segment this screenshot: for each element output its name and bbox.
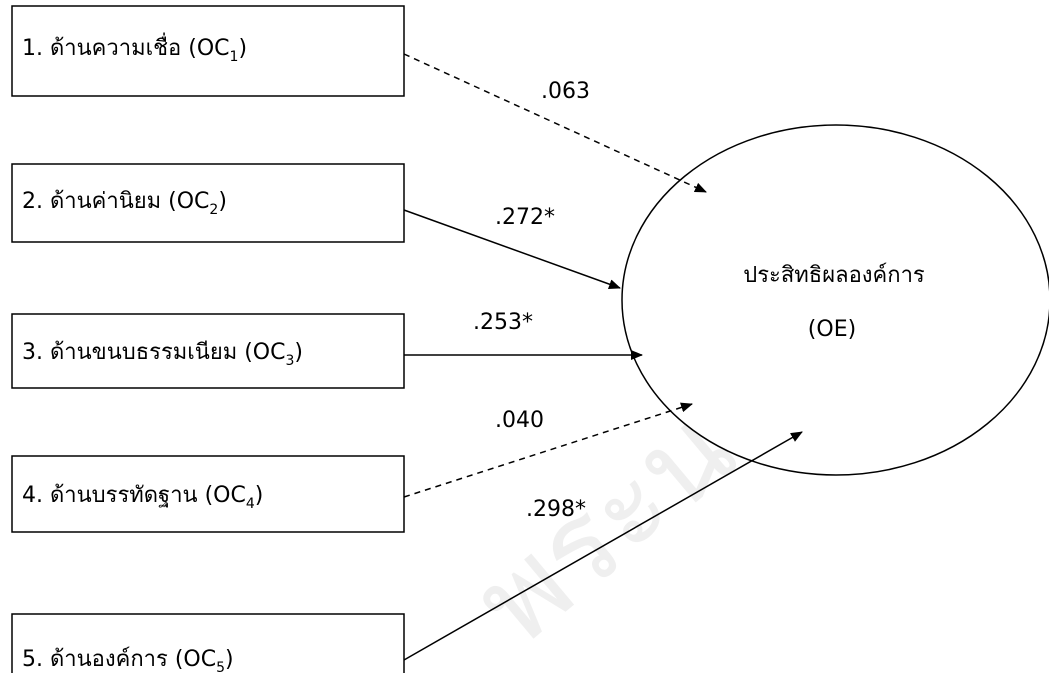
predictor-label: 1. ด้านความเชื่อ (OC1) [22, 32, 247, 65]
box-frame [11, 455, 405, 533]
predictor-box-oc2: 2. ด้านค่านิยม (OC2) [11, 163, 405, 243]
box-frame [11, 163, 405, 243]
predictor-label: 2. ด้านค่านิยม (OC2) [22, 189, 227, 218]
target-construct-oe: ประสิทธิผลองค์การ (OE) [621, 124, 1049, 476]
box-frame [11, 613, 405, 673]
path-arrow-oc1 [403, 53, 707, 193]
target-abbreviation: (OE) [808, 317, 856, 342]
target-ellipse [621, 124, 1049, 476]
predictor-box-oc5: 5. ด้านองค์การ (OC5) [11, 613, 405, 673]
target-label: ประสิทธิผลองค์การ [743, 263, 925, 288]
path-coefficient-oc3: .253* [473, 310, 533, 335]
predictor-box-oc4: 4. ด้านบรรทัดฐาน (OC4) [11, 455, 405, 533]
predictor-box-oc3: 3. ด้านขนบธรรมเนียม (OC3) [11, 313, 405, 389]
path-arrow-oc2 [403, 209, 621, 289]
path-coefficient-oc5: .298* [526, 497, 586, 522]
predictor-label: 5. ด้านองค์การ (OC5) [22, 647, 234, 673]
box-frame [11, 313, 405, 389]
path-coefficient-oc1: .063 [541, 79, 590, 104]
path-arrow-oc5 [403, 431, 803, 661]
predictor-label: 3. ด้านขนบธรรมเนียม (OC3) [22, 340, 303, 369]
box-frame [11, 5, 405, 97]
predictor-box-oc1: 1. ด้านความเชื่อ (OC1) [11, 5, 405, 97]
predictor-label: 4. ด้านบรรทัดฐาน (OC4) [22, 483, 263, 512]
path-coefficient-oc2: .272* [495, 205, 555, 230]
path-coefficient-oc4: .040 [495, 408, 544, 433]
